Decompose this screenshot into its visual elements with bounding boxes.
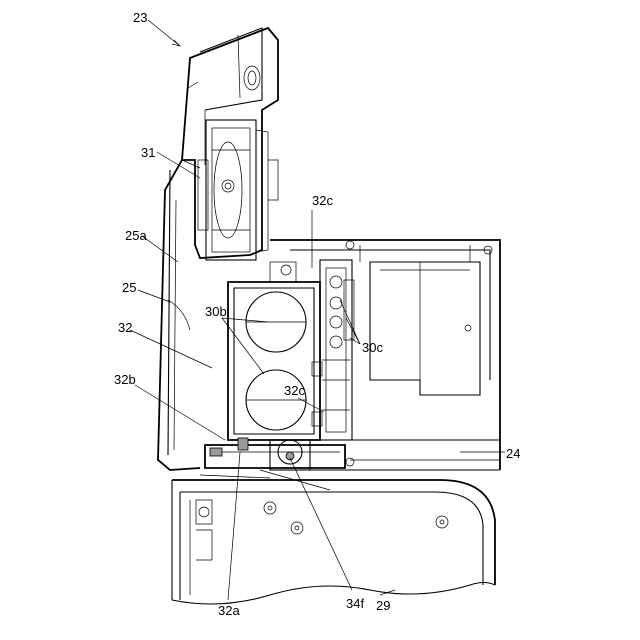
base-bracket <box>200 438 345 490</box>
main-frame <box>270 240 500 470</box>
label-25a: 25a <box>125 228 147 243</box>
label-31: 31 <box>141 145 155 160</box>
label-30c: 30c <box>362 340 383 355</box>
label-32c-top: 32c <box>312 193 333 208</box>
terminal-3 <box>330 316 342 328</box>
electrical-box <box>228 262 320 440</box>
terminal-2 <box>330 297 342 309</box>
upper-housing <box>182 28 278 258</box>
label-29: 29 <box>376 598 390 613</box>
label-23: 23 <box>133 10 147 25</box>
side-panel <box>158 160 200 470</box>
terminal-4 <box>330 336 342 348</box>
fan-assembly <box>198 120 278 260</box>
label-30b: 30b <box>205 304 227 319</box>
label-32b: 32b <box>114 372 136 387</box>
label-24: 24 <box>506 446 520 461</box>
lower-cabinet <box>172 480 495 604</box>
label-34f: 34f <box>346 596 364 611</box>
label-25: 25 <box>122 280 136 295</box>
label-32c-mid: 32c <box>284 383 305 398</box>
label-32a: 32a <box>218 603 240 618</box>
terminal-column <box>312 260 354 440</box>
terminal-1 <box>330 276 342 288</box>
label-32: 32 <box>118 320 132 335</box>
